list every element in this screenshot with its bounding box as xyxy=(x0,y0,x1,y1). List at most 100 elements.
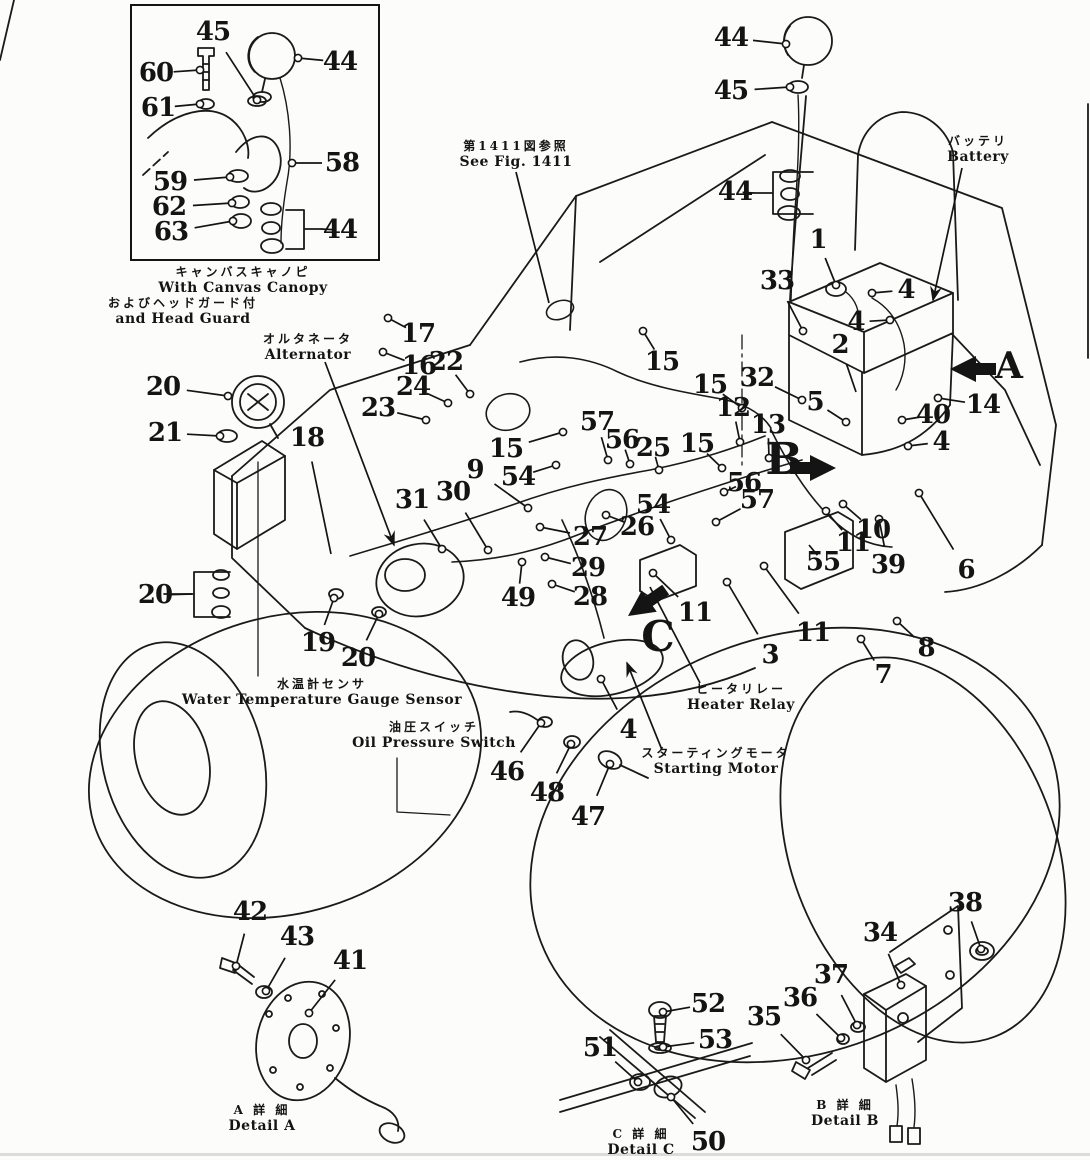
callout-number: 37 xyxy=(813,960,849,990)
callout-number: 4 xyxy=(619,715,637,745)
callout-number: 44 xyxy=(713,23,749,53)
callout-number: 30 xyxy=(435,477,471,507)
callout-number: 44 xyxy=(717,177,753,207)
callout-number: 44 xyxy=(322,215,358,245)
callout-number: 15 xyxy=(488,434,524,464)
alternator-label-en: Alternator xyxy=(264,346,352,363)
detail-c-label-en: Detail C xyxy=(607,1141,675,1158)
callout-number: 9 xyxy=(466,455,484,485)
canopy-caption-1-label-en: With Canvas Canopy xyxy=(158,279,328,296)
detail-b-label-jp: B 詳 細 xyxy=(816,1098,874,1113)
view-letter-c: C xyxy=(641,612,675,661)
callout-number: 58 xyxy=(324,148,360,178)
callout-number: 5 xyxy=(806,387,824,417)
callout-number: 55 xyxy=(805,547,841,577)
see-fig-label-en: See Fig. 1411 xyxy=(459,153,573,170)
callout-number: 16 xyxy=(401,351,437,381)
callout-number: 40 xyxy=(915,400,951,430)
callout-number: 20 xyxy=(145,372,181,402)
callout-number: 54 xyxy=(500,462,536,492)
callout-number: 53 xyxy=(697,1025,733,1055)
battery-label-en: Battery xyxy=(947,148,1009,165)
callout-number: 15 xyxy=(692,370,728,400)
inset-box xyxy=(130,4,380,261)
callout-number: 41 xyxy=(332,946,368,976)
callout-number: 18 xyxy=(289,423,325,453)
see-fig-label-jp: 第1411図参照 xyxy=(463,139,569,154)
callout-number: 59 xyxy=(152,167,188,197)
callout-number: 21 xyxy=(147,418,183,448)
callout-number: 2 xyxy=(831,330,849,360)
callout-number: 15 xyxy=(679,429,715,459)
callout-number: 62 xyxy=(151,192,187,222)
callout-number: 56 xyxy=(726,468,762,498)
canopy-caption-1-label-jp: キャンバスキャノピ xyxy=(175,265,311,280)
detail-a-label-en: Detail A xyxy=(228,1117,296,1134)
callout-number: 13 xyxy=(750,410,786,440)
callout-number: 50 xyxy=(690,1127,726,1157)
callout-number: 4 xyxy=(932,427,950,457)
callout-number: 47 xyxy=(570,802,606,832)
detail-c-label-jp: C 詳 細 xyxy=(612,1127,670,1142)
callout-number: 44 xyxy=(322,47,358,77)
callout-number: 39 xyxy=(870,550,906,580)
callout-number: 20 xyxy=(340,643,376,673)
callout-number: 38 xyxy=(947,888,983,918)
callout-number: 31 xyxy=(394,485,430,515)
callout-number: 54 xyxy=(635,490,671,520)
callout-number: 3 xyxy=(761,640,779,670)
detail-a-label-jp: A 詳 細 xyxy=(233,1103,291,1118)
callout-number: 11 xyxy=(835,528,871,558)
callout-number: 32 xyxy=(739,363,775,393)
callout-number: 10 xyxy=(855,515,891,545)
callout-number: 56 xyxy=(604,425,640,455)
view-letter-b: B xyxy=(765,434,803,485)
callout-number: 26 xyxy=(619,512,655,542)
callout-number: 29 xyxy=(570,553,606,583)
callout-number: 45 xyxy=(713,76,749,106)
callout-number: 42 xyxy=(232,897,268,927)
callout-number: 1 xyxy=(809,225,827,255)
view-letter-a: A xyxy=(995,345,1023,387)
callout-number: 34 xyxy=(862,918,898,948)
callout-number: 20 xyxy=(137,580,173,610)
water-temp-sensor-label-en: Water Temperature Gauge Sensor xyxy=(181,691,463,708)
detail-b-label-en: Detail B xyxy=(811,1112,879,1129)
starting-motor-label-en: Starting Motor xyxy=(653,760,779,777)
callout-number: 57 xyxy=(739,485,775,515)
oil-pressure-switch-label-jp: 油圧スイッチ xyxy=(388,720,479,735)
callout-number: 48 xyxy=(529,778,565,808)
callout-number: 12 xyxy=(715,393,751,423)
callout-number: 22 xyxy=(428,347,464,377)
callout-number: 57 xyxy=(579,407,615,437)
callout-number: 51 xyxy=(582,1033,618,1063)
callout-number: 11 xyxy=(795,618,831,648)
callout-number: 43 xyxy=(279,922,315,952)
callout-number: 11 xyxy=(677,598,713,628)
callout-number: 24 xyxy=(395,372,431,402)
callout-number: 6 xyxy=(957,555,975,585)
callout-number: 8 xyxy=(917,633,935,663)
callout-number: 23 xyxy=(360,393,396,423)
callout-number: 14 xyxy=(965,390,1001,420)
callout-number: 7 xyxy=(874,660,892,690)
callout-number: 15 xyxy=(644,347,680,377)
canopy-caption-2-label-en: and Head Guard xyxy=(115,310,251,327)
water-temp-sensor-label-jp: 水温計センサ xyxy=(276,677,367,692)
callout-number: 35 xyxy=(746,1002,782,1032)
callout-number: 46 xyxy=(489,757,525,787)
callout-number: 17 xyxy=(400,319,436,349)
callout-number: 60 xyxy=(138,58,174,88)
callout-number: 33 xyxy=(759,266,795,296)
